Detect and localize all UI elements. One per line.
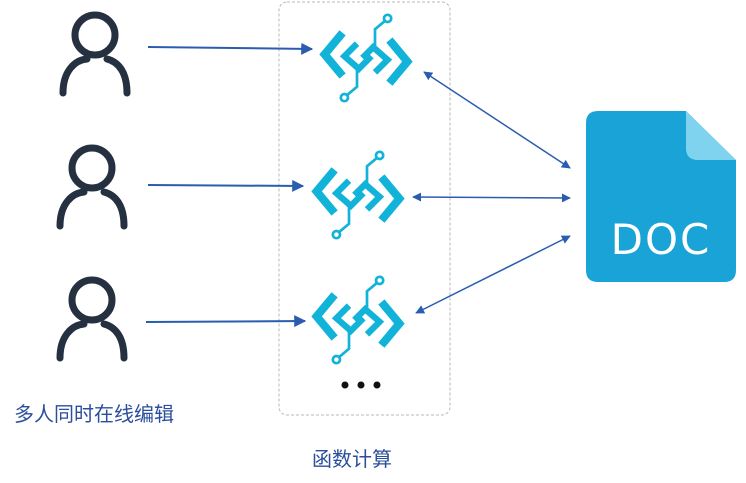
arrow-fn3-doc	[415, 235, 571, 314]
user-icon-3	[60, 280, 124, 358]
users-caption: 多人同时在线编辑	[14, 402, 174, 426]
functions-caption: 函数计算	[312, 447, 392, 471]
user-icon-1	[63, 15, 127, 93]
function-icon-2	[317, 152, 400, 238]
arrow-fn1-doc	[423, 71, 571, 169]
function-icon-3	[317, 277, 400, 363]
arrow-fn2-doc	[412, 192, 571, 203]
function-container	[278, 1, 451, 416]
user-icon-2	[60, 148, 124, 226]
more-ellipsis-icon	[341, 381, 381, 389]
arrow-user2-fn2	[147, 179, 305, 192]
doc-label: DOC	[610, 215, 712, 264]
function-icon-1	[325, 15, 408, 101]
doc-file-icon	[586, 111, 736, 282]
arrow-user1-fn1	[147, 42, 314, 55]
arrow-user3-fn3	[145, 315, 307, 328]
